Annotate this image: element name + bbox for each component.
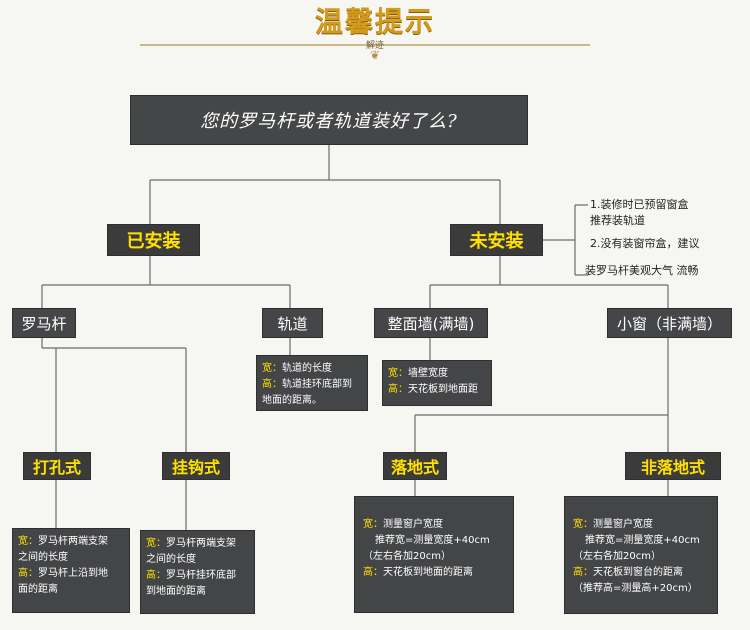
non-floor-type-node: 非落地式 bbox=[625, 452, 721, 480]
info-line: 高：轨道挂环底部到 bbox=[262, 377, 362, 393]
info-line: 高：天花板到地面距 bbox=[388, 382, 486, 398]
question-box: 您的罗马杆或者轨道装好了么? bbox=[130, 95, 528, 145]
info-line: 宽：测量窗户宽度 bbox=[363, 517, 505, 533]
page-subtitle: 解迹 bbox=[365, 41, 384, 51]
info-line: 高：罗马杆挂环底部 bbox=[146, 568, 249, 584]
info-line: 宽：轨道的长度 bbox=[262, 361, 362, 377]
info-line-key: 高： bbox=[262, 379, 282, 390]
track-node: 轨道 bbox=[262, 308, 323, 338]
info-line: 推荐宽=测量宽度+40cm bbox=[363, 533, 505, 549]
info-line-text: 测量窗户宽度 bbox=[593, 519, 653, 530]
floor-type-node: 落地式 bbox=[383, 452, 447, 480]
flourish-ornament: ❦ bbox=[369, 48, 381, 62]
info-line-text: 地面的距离。 bbox=[262, 395, 322, 406]
info-line-text: 天花板到地面距 bbox=[408, 384, 478, 395]
info-line-key: 高： bbox=[363, 567, 383, 578]
info-line: 高：天花板到窗台的距离 bbox=[573, 565, 709, 581]
info-line: 推荐宽=测量宽度+40cm bbox=[573, 533, 709, 549]
info-line: 之间的长度 bbox=[146, 552, 249, 568]
info-line: （左右各加20cm） bbox=[573, 549, 709, 565]
info-line-key: 高： bbox=[573, 567, 593, 578]
info-line-text: 之间的长度 bbox=[18, 552, 68, 563]
info-line-text: 推荐宽=测量宽度+40cm bbox=[375, 535, 490, 546]
uninstalled-note-3: 装罗马杆美观大气 流畅 bbox=[585, 264, 699, 277]
info-line: 宽：罗马杆两端支架 bbox=[146, 536, 249, 552]
info-line-text: 推荐宽=测量宽度+40cm bbox=[585, 535, 700, 546]
info-line-key: 高： bbox=[388, 384, 408, 395]
drill-type-node: 打孔式 bbox=[23, 452, 91, 480]
floor-info-box: 宽：测量窗户宽度推荐宽=测量宽度+40cm （左右各加20cm） 高：天花板到地面的… bbox=[354, 496, 514, 613]
full-wall-node: 整面墙(满墙) bbox=[374, 308, 488, 338]
info-line: 高：天花板到地面的距离 bbox=[363, 565, 505, 581]
uninstalled-node: 未安装 bbox=[450, 224, 543, 256]
info-line-text: 墙壁宽度 bbox=[408, 368, 448, 379]
info-line-text: （左右各加20cm） bbox=[363, 551, 451, 562]
installed-node: 已安装 bbox=[107, 224, 200, 256]
info-line-text: 测量窗户宽度 bbox=[383, 519, 443, 530]
info-line-text: （左右各加20cm） bbox=[573, 551, 661, 562]
info-line: 宽：测量窗户宽度 bbox=[573, 517, 709, 533]
info-line: 面的距离 bbox=[18, 582, 124, 598]
small-window-node: 小窗（非满墙） bbox=[607, 308, 732, 338]
roman-rod-node: 罗马杆 bbox=[12, 308, 76, 338]
info-line: 地面的距离。 bbox=[262, 393, 362, 409]
non-floor-info-box: 宽：测量窗户宽度推荐宽=测量宽度+40cm （左右各加20cm） 高：天花板到窗台的… bbox=[564, 496, 718, 614]
info-line-text: 罗马杆上沿到地 bbox=[38, 568, 108, 579]
info-line-text: 天花板到地面的距离 bbox=[383, 567, 473, 578]
drill-info-box: 宽：罗马杆两端支架之间的长度高：罗马杆上沿到地面的距离 bbox=[12, 528, 130, 613]
info-line-key: 高： bbox=[146, 570, 166, 581]
hook-info-box: 宽：罗马杆两端支架之间的长度高：罗马杆挂环底部到地面的距离 bbox=[140, 530, 255, 614]
info-line-text: 轨道的长度 bbox=[282, 363, 332, 374]
uninstalled-note-1: 1.装修时已预留窗盒 推荐装轨道 bbox=[590, 198, 689, 227]
info-line-text: 到地面的距离 bbox=[146, 586, 206, 597]
info-line-text: 罗马杆两端支架 bbox=[38, 536, 108, 547]
info-line: （推荐高=测量高+20cm） bbox=[573, 581, 709, 597]
info-line-text: 之间的长度 bbox=[146, 554, 196, 565]
page-title: 温馨提示 bbox=[314, 5, 435, 38]
full-wall-info-box: 宽：墙壁宽度高：天花板到地面距 bbox=[382, 360, 492, 406]
info-line-key: 宽： bbox=[146, 538, 166, 549]
info-line: 到地面的距离 bbox=[146, 584, 249, 600]
info-line-text: （推荐高=测量高+20cm） bbox=[573, 583, 698, 594]
info-line: 宽：罗马杆两端支架 bbox=[18, 534, 124, 550]
info-line-text: 天花板到窗台的距离 bbox=[593, 567, 683, 578]
uninstalled-note-2: 2.没有装窗帘盒，建议 bbox=[590, 237, 700, 250]
info-line-text: 罗马杆两端支架 bbox=[166, 538, 236, 549]
hook-type-node: 挂钩式 bbox=[162, 452, 230, 480]
info-line: 之间的长度 bbox=[18, 550, 124, 566]
track-info-box: 宽：轨道的长度高：轨道挂环底部到地面的距离。 bbox=[256, 355, 368, 411]
info-line-key: 宽： bbox=[363, 519, 383, 530]
info-line: 宽：墙壁宽度 bbox=[388, 366, 486, 382]
info-line-text: 罗马杆挂环底部 bbox=[166, 570, 236, 581]
info-line-key: 宽： bbox=[388, 368, 408, 379]
info-line-key: 宽： bbox=[18, 536, 38, 547]
info-line-key: 宽： bbox=[573, 519, 593, 530]
info-line: 高：罗马杆上沿到地 bbox=[18, 566, 124, 582]
info-line-text: 轨道挂环底部到 bbox=[282, 379, 352, 390]
info-line-key: 宽： bbox=[262, 363, 282, 374]
info-line-key: 高： bbox=[18, 568, 38, 579]
info-line: （左右各加20cm） bbox=[363, 549, 505, 565]
info-line-text: 面的距离 bbox=[18, 584, 58, 595]
